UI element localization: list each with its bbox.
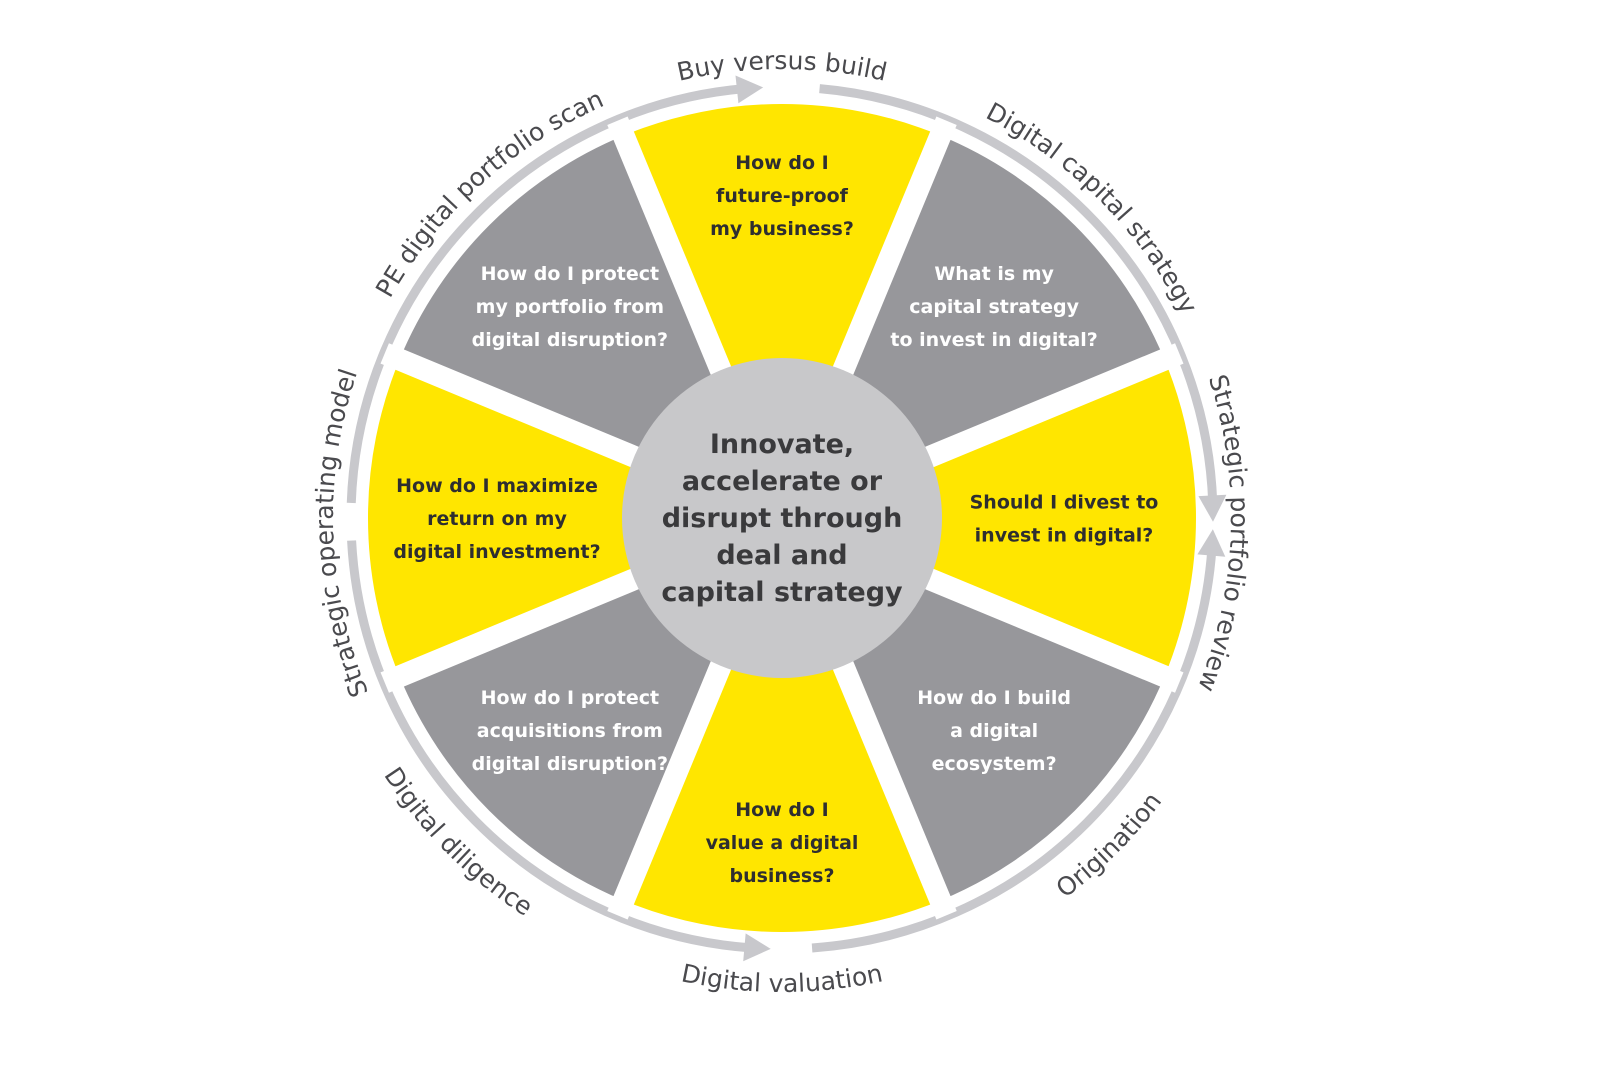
question-line: a digital: [950, 720, 1038, 742]
ring-arc: [819, 84, 1218, 504]
question-line: value a digital: [706, 832, 859, 854]
question-line: to invest in digital?: [890, 329, 1097, 351]
wedge-protect-portfolio: [399, 135, 725, 461]
wedge-divider: [380, 343, 657, 475]
ring-arc: [346, 84, 745, 504]
wedge-dividers: [380, 116, 1184, 920]
wedge-question-protect-acquisitions: How do I protect acquisitions from digital…: [472, 687, 668, 775]
wedge-capital-strategy: [839, 135, 1165, 461]
wedge-question-future-proof: How do I future-proof my business?: [710, 152, 854, 240]
ring-arc: [811, 547, 1217, 953]
wedge-divider: [607, 643, 739, 920]
wedge-divider: [380, 561, 657, 693]
question-line: my portfolio from: [476, 296, 664, 318]
center-line: accelerate or: [682, 466, 883, 497]
ring-label: Digital valuation: [679, 958, 885, 998]
question-line: How do I build: [917, 687, 1071, 709]
arrow-head-icon: [1197, 529, 1226, 557]
question-line: How do I: [735, 799, 828, 821]
wedge-divider: [825, 643, 957, 920]
question-line: digital disruption?: [472, 329, 668, 351]
wedge-divider: [825, 116, 957, 393]
center-line: Innovate,: [710, 429, 854, 460]
center-line: disrupt through: [662, 503, 903, 534]
arrow-head-icon: [1198, 494, 1227, 522]
wedge-question-ecosystem: How do I build a digital ecosystem?: [917, 687, 1071, 775]
center-circle: [622, 358, 942, 678]
wedge-question-maximize-return: How do I maximize return on my digital inv…: [393, 475, 600, 563]
question-line: Should I divest to: [970, 492, 1159, 514]
wedge-question-divest: Should I divest to invest in digital?: [970, 492, 1159, 547]
process-ring: [346, 75, 1227, 962]
wedge-question-protect-portfolio: How do I protect my portfolio from digital…: [472, 263, 668, 351]
ring-label-text: Buy versus build: [674, 46, 889, 87]
ring-label-text: Digital valuation: [679, 958, 885, 998]
question-line: digital investment?: [393, 541, 600, 563]
wedge-divider: [907, 561, 1184, 693]
wedge-divider: [907, 343, 1184, 475]
question-line: return on my: [427, 508, 567, 530]
arrow-head-icon: [743, 933, 771, 962]
question-line: How do I maximize: [396, 475, 598, 497]
question-line: acquisitions from: [477, 720, 663, 742]
center-text: Innovate, accelerate or disrupt through dea…: [661, 429, 903, 608]
question-line: my business?: [710, 218, 854, 240]
question-line: What is my: [934, 263, 1054, 285]
question-line: invest in digital?: [975, 525, 1154, 547]
question-line: How do I protect: [481, 263, 659, 285]
question-line: ecosystem?: [932, 753, 1057, 775]
wedge-question-value: How do I value a digital business?: [706, 799, 859, 887]
question-line: business?: [729, 865, 834, 887]
center-line: deal and: [716, 540, 847, 571]
question-line: capital strategy: [909, 296, 1079, 318]
question-line: future-proof: [716, 185, 849, 207]
arrow-head-icon: [735, 75, 764, 104]
wedge-question-capital-strategy: What is my capital strategy to invest in d…: [890, 263, 1097, 351]
question-line: How do I: [735, 152, 828, 174]
question-line: digital disruption?: [472, 753, 668, 775]
wedge-divider: [607, 116, 739, 393]
ring-arc: [347, 540, 753, 953]
center-line: capital strategy: [661, 577, 903, 608]
question-line: How do I protect: [481, 687, 659, 709]
wedge-ecosystem: [839, 575, 1165, 901]
ring-label: Buy versus build: [674, 46, 889, 87]
wedge-protect-acquisitions: [399, 575, 725, 901]
